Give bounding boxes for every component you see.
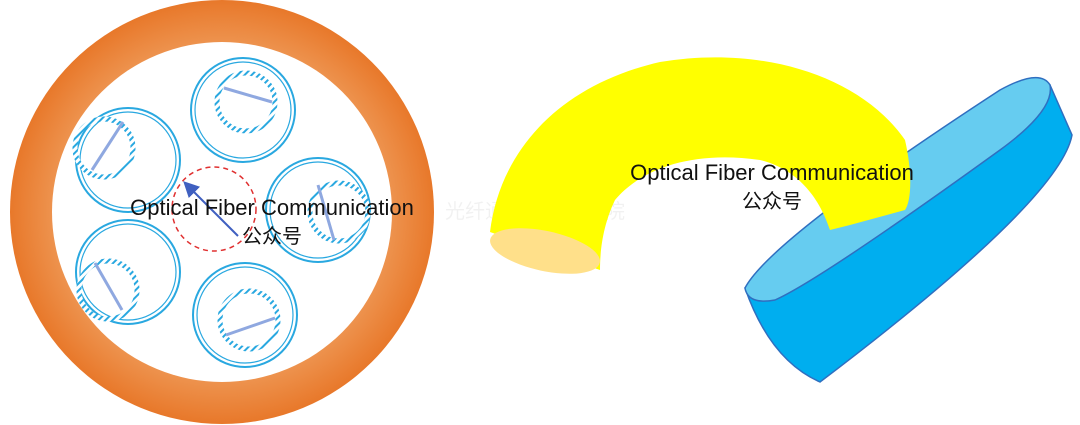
fiber-unit-top-left xyxy=(72,107,181,213)
radius-arrow xyxy=(183,181,239,237)
left-label-line2: 公众号 xyxy=(242,224,302,248)
left-label-line1: Optical Fiber Communication xyxy=(130,195,414,220)
fiber-unit-bottom xyxy=(192,262,298,368)
fiber-unit-top xyxy=(190,57,296,163)
bent-fiber xyxy=(490,57,911,270)
drum-side xyxy=(744,83,1073,383)
central-member-dashed-circle xyxy=(171,166,257,252)
right-label-line2: 公众号 xyxy=(742,189,802,213)
bent-fiber-figure: Optical Fiber Communication 公众号 xyxy=(490,57,1073,383)
fiber-unit-bottom-left xyxy=(75,219,181,325)
right-label-line1: Optical Fiber Communication xyxy=(630,160,914,185)
fiber-unit-right xyxy=(265,157,371,263)
fiber-end-face xyxy=(490,228,600,274)
cable-cross-section: Optical Fiber Communication 公众号 xyxy=(10,0,434,424)
